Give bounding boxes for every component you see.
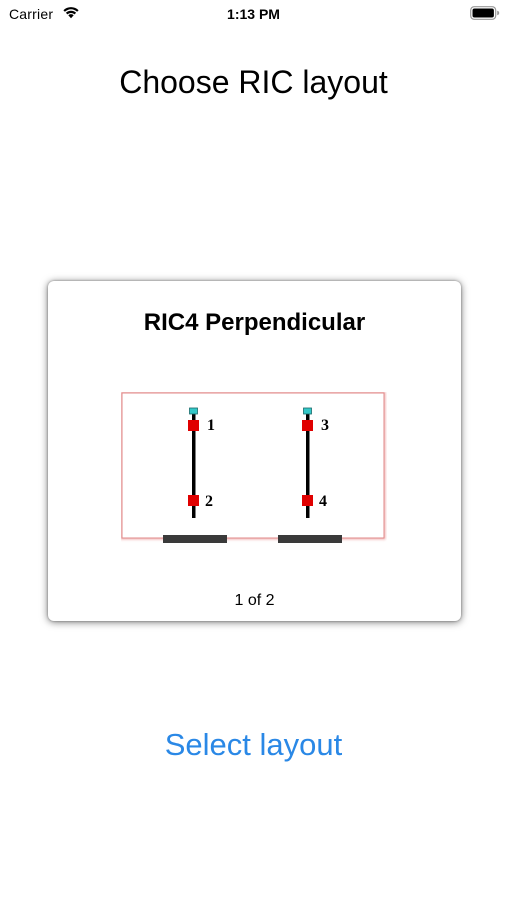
select-layout-button[interactable]: Select layout <box>164 727 343 762</box>
ric-layout-diagram: 1 2 3 4 <box>121 392 386 543</box>
layout-card[interactable]: RIC4 Perpendicular 1 2 3 4 1 of 2 <box>48 281 461 621</box>
electrode-1 <box>188 420 199 431</box>
layout-name: RIC4 Perpendicular <box>143 309 366 336</box>
page-title: Choose RIC layout <box>119 64 388 100</box>
lead-right <box>306 412 310 518</box>
electrode-label-4: 4 <box>319 493 327 510</box>
cap-left <box>189 407 198 415</box>
clock: 1:13 PM <box>227 6 280 22</box>
base-bar-right <box>278 535 342 543</box>
electrode-label-3: 3 <box>321 417 329 434</box>
diagram-frame <box>121 392 385 539</box>
electrode-label-2: 2 <box>205 493 213 510</box>
wifi-icon <box>63 7 79 19</box>
electrode-2 <box>188 495 199 506</box>
electrode-label-1: 1 <box>207 417 215 434</box>
lead-left <box>192 412 196 518</box>
electrode-3 <box>302 420 313 431</box>
page-indicator: 1 of 2 <box>234 592 275 609</box>
cap-right <box>303 407 312 415</box>
base-bar-left <box>163 535 227 543</box>
electrode-4 <box>302 495 313 506</box>
battery-full-icon <box>470 6 500 20</box>
status-bar: Carrier 1:13 PM <box>0 0 507 28</box>
carrier-label: Carrier <box>9 6 54 22</box>
